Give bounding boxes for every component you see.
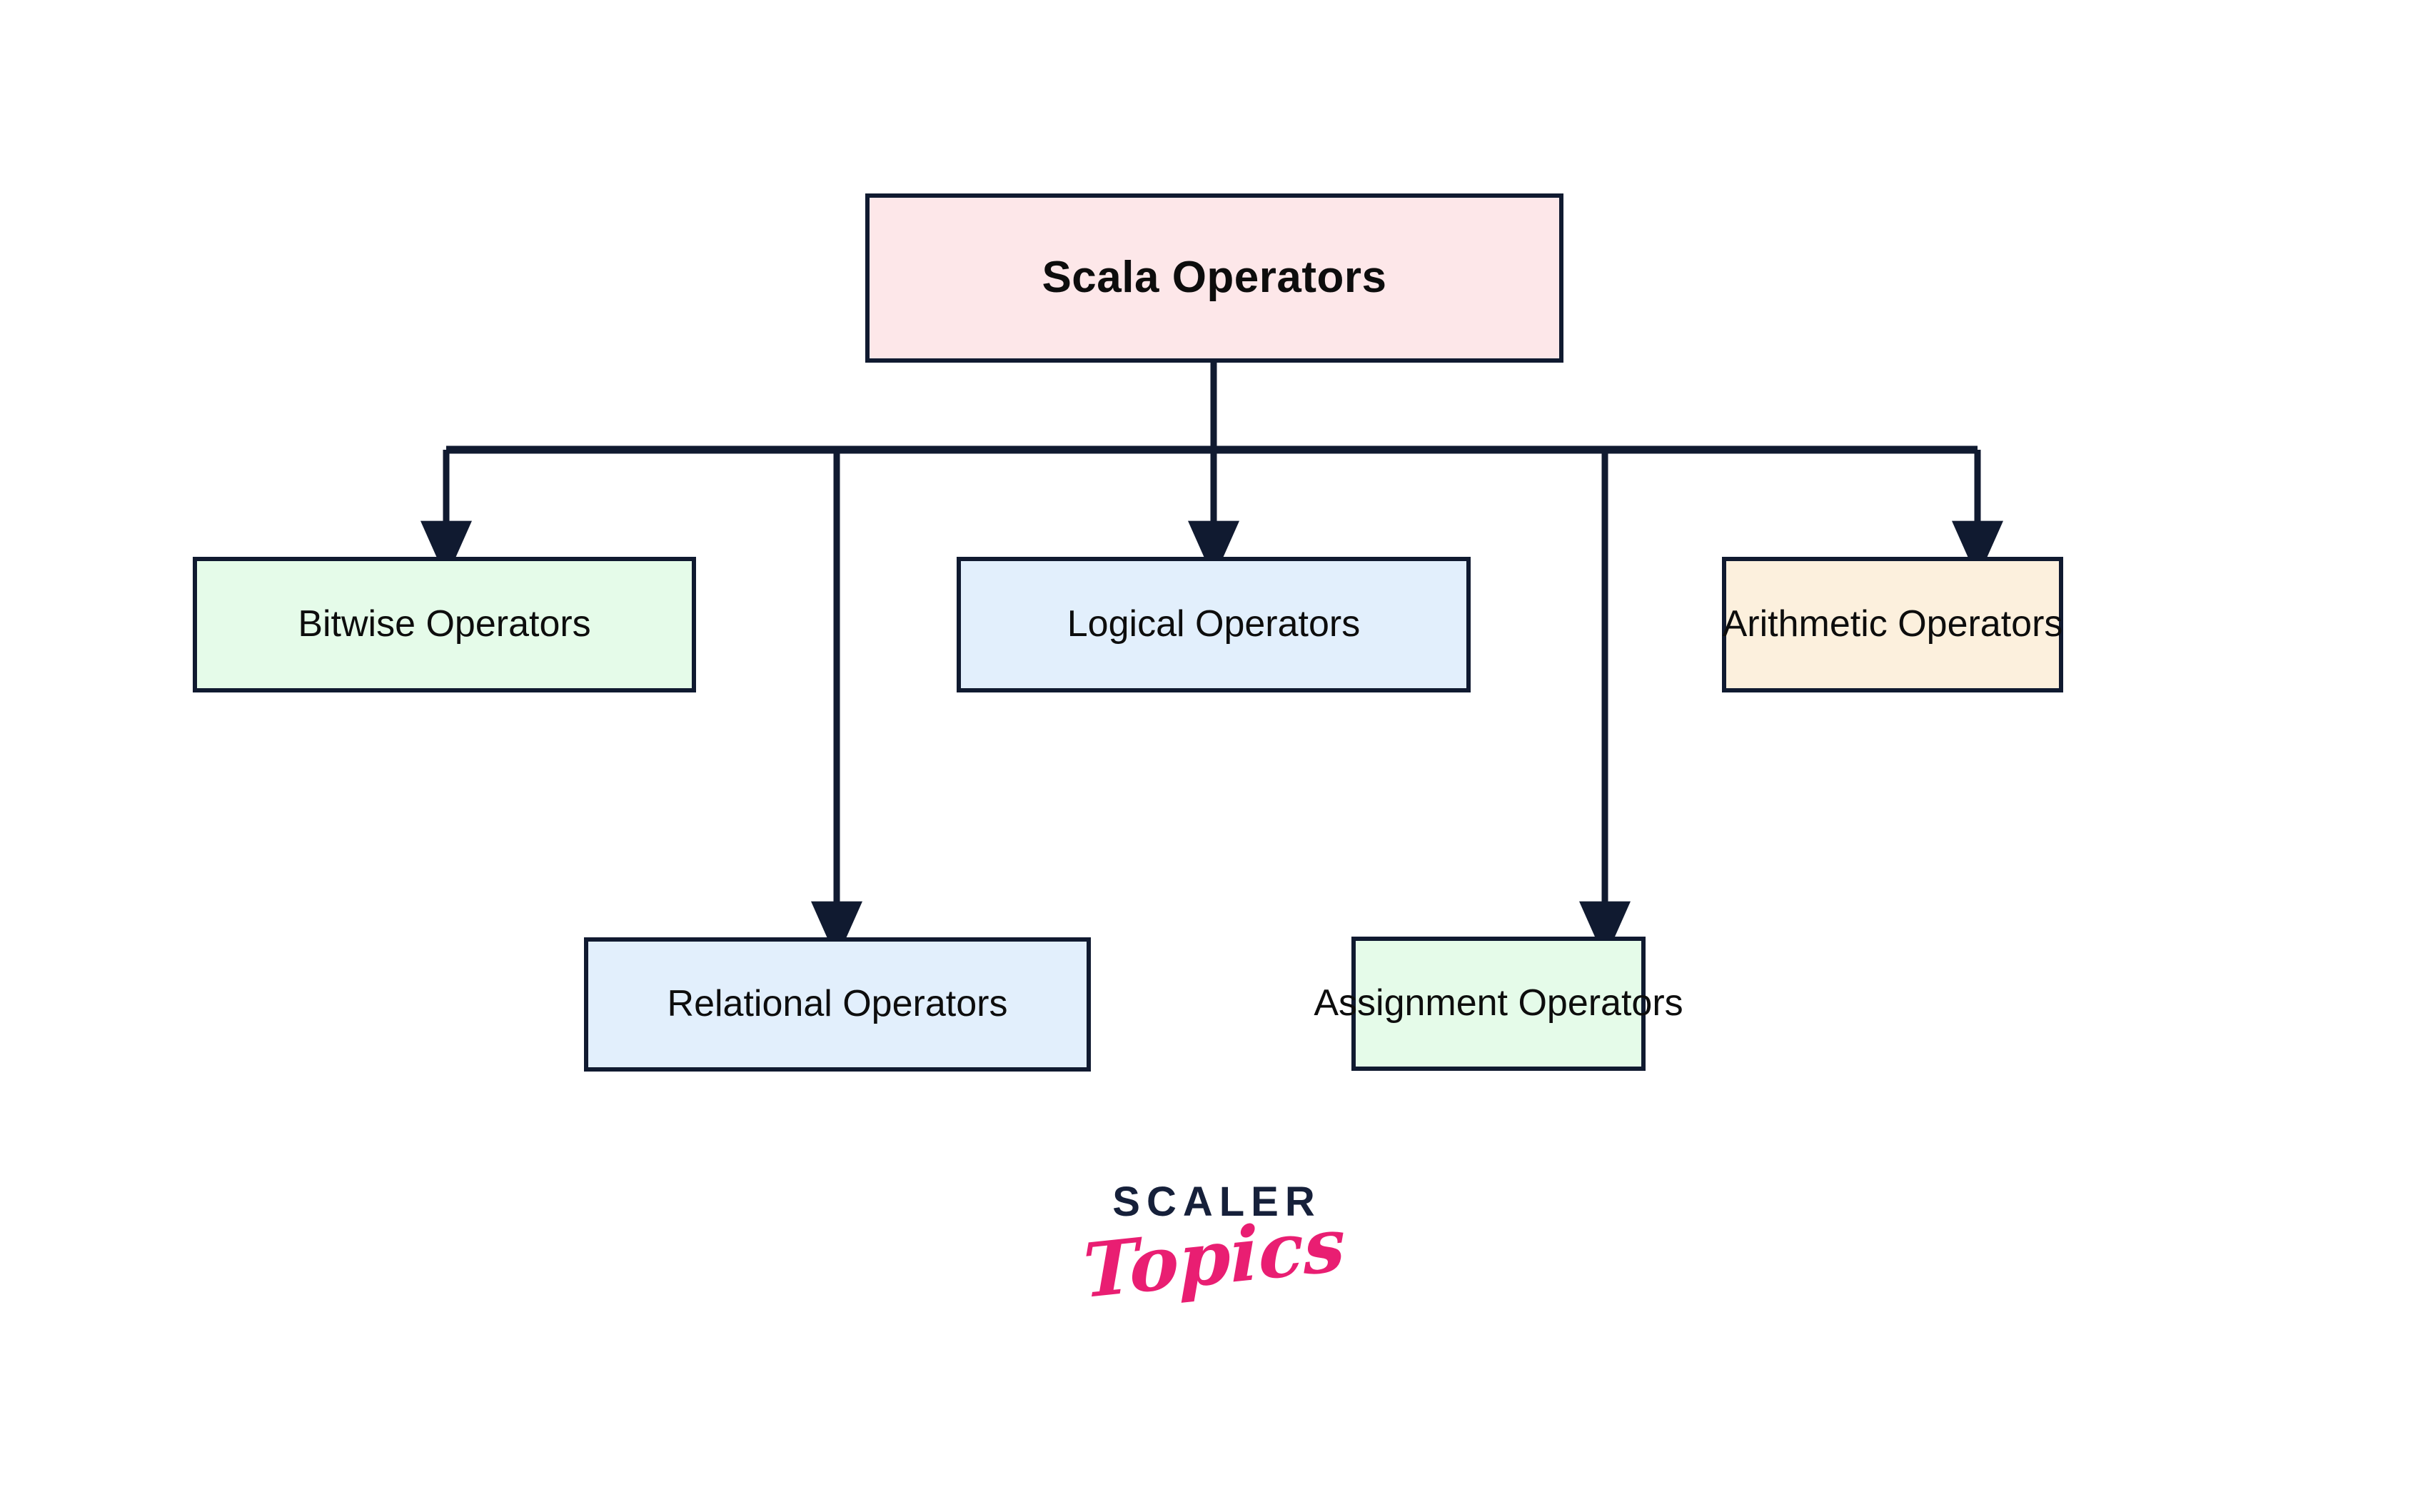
- node-label: Bitwise Operators: [298, 603, 591, 645]
- brand-wordmark: SCALER: [1112, 1179, 1321, 1225]
- node-label: Relational Operators: [667, 983, 1008, 1025]
- scaler-topics-logo: SCALER Topics: [1035, 1181, 1392, 1374]
- node-arithmetic-operators[interactable]: Arithmetic Operators: [1722, 557, 2063, 692]
- node-label: Scala Operators: [1042, 253, 1387, 303]
- node-scala-operators[interactable]: Scala Operators: [865, 193, 1563, 363]
- node-bitwise-operators[interactable]: Bitwise Operators: [193, 557, 696, 692]
- node-label: Logical Operators: [1067, 603, 1361, 645]
- node-relational-operators[interactable]: Relational Operators: [584, 937, 1091, 1072]
- node-label: Assignment Operators: [1314, 982, 1683, 1024]
- node-assignment-operators[interactable]: Assignment Operators: [1314, 937, 1683, 1071]
- node-label: Arithmetic Operators: [1722, 603, 2063, 645]
- node-logical-operators[interactable]: Logical Operators: [957, 557, 1471, 692]
